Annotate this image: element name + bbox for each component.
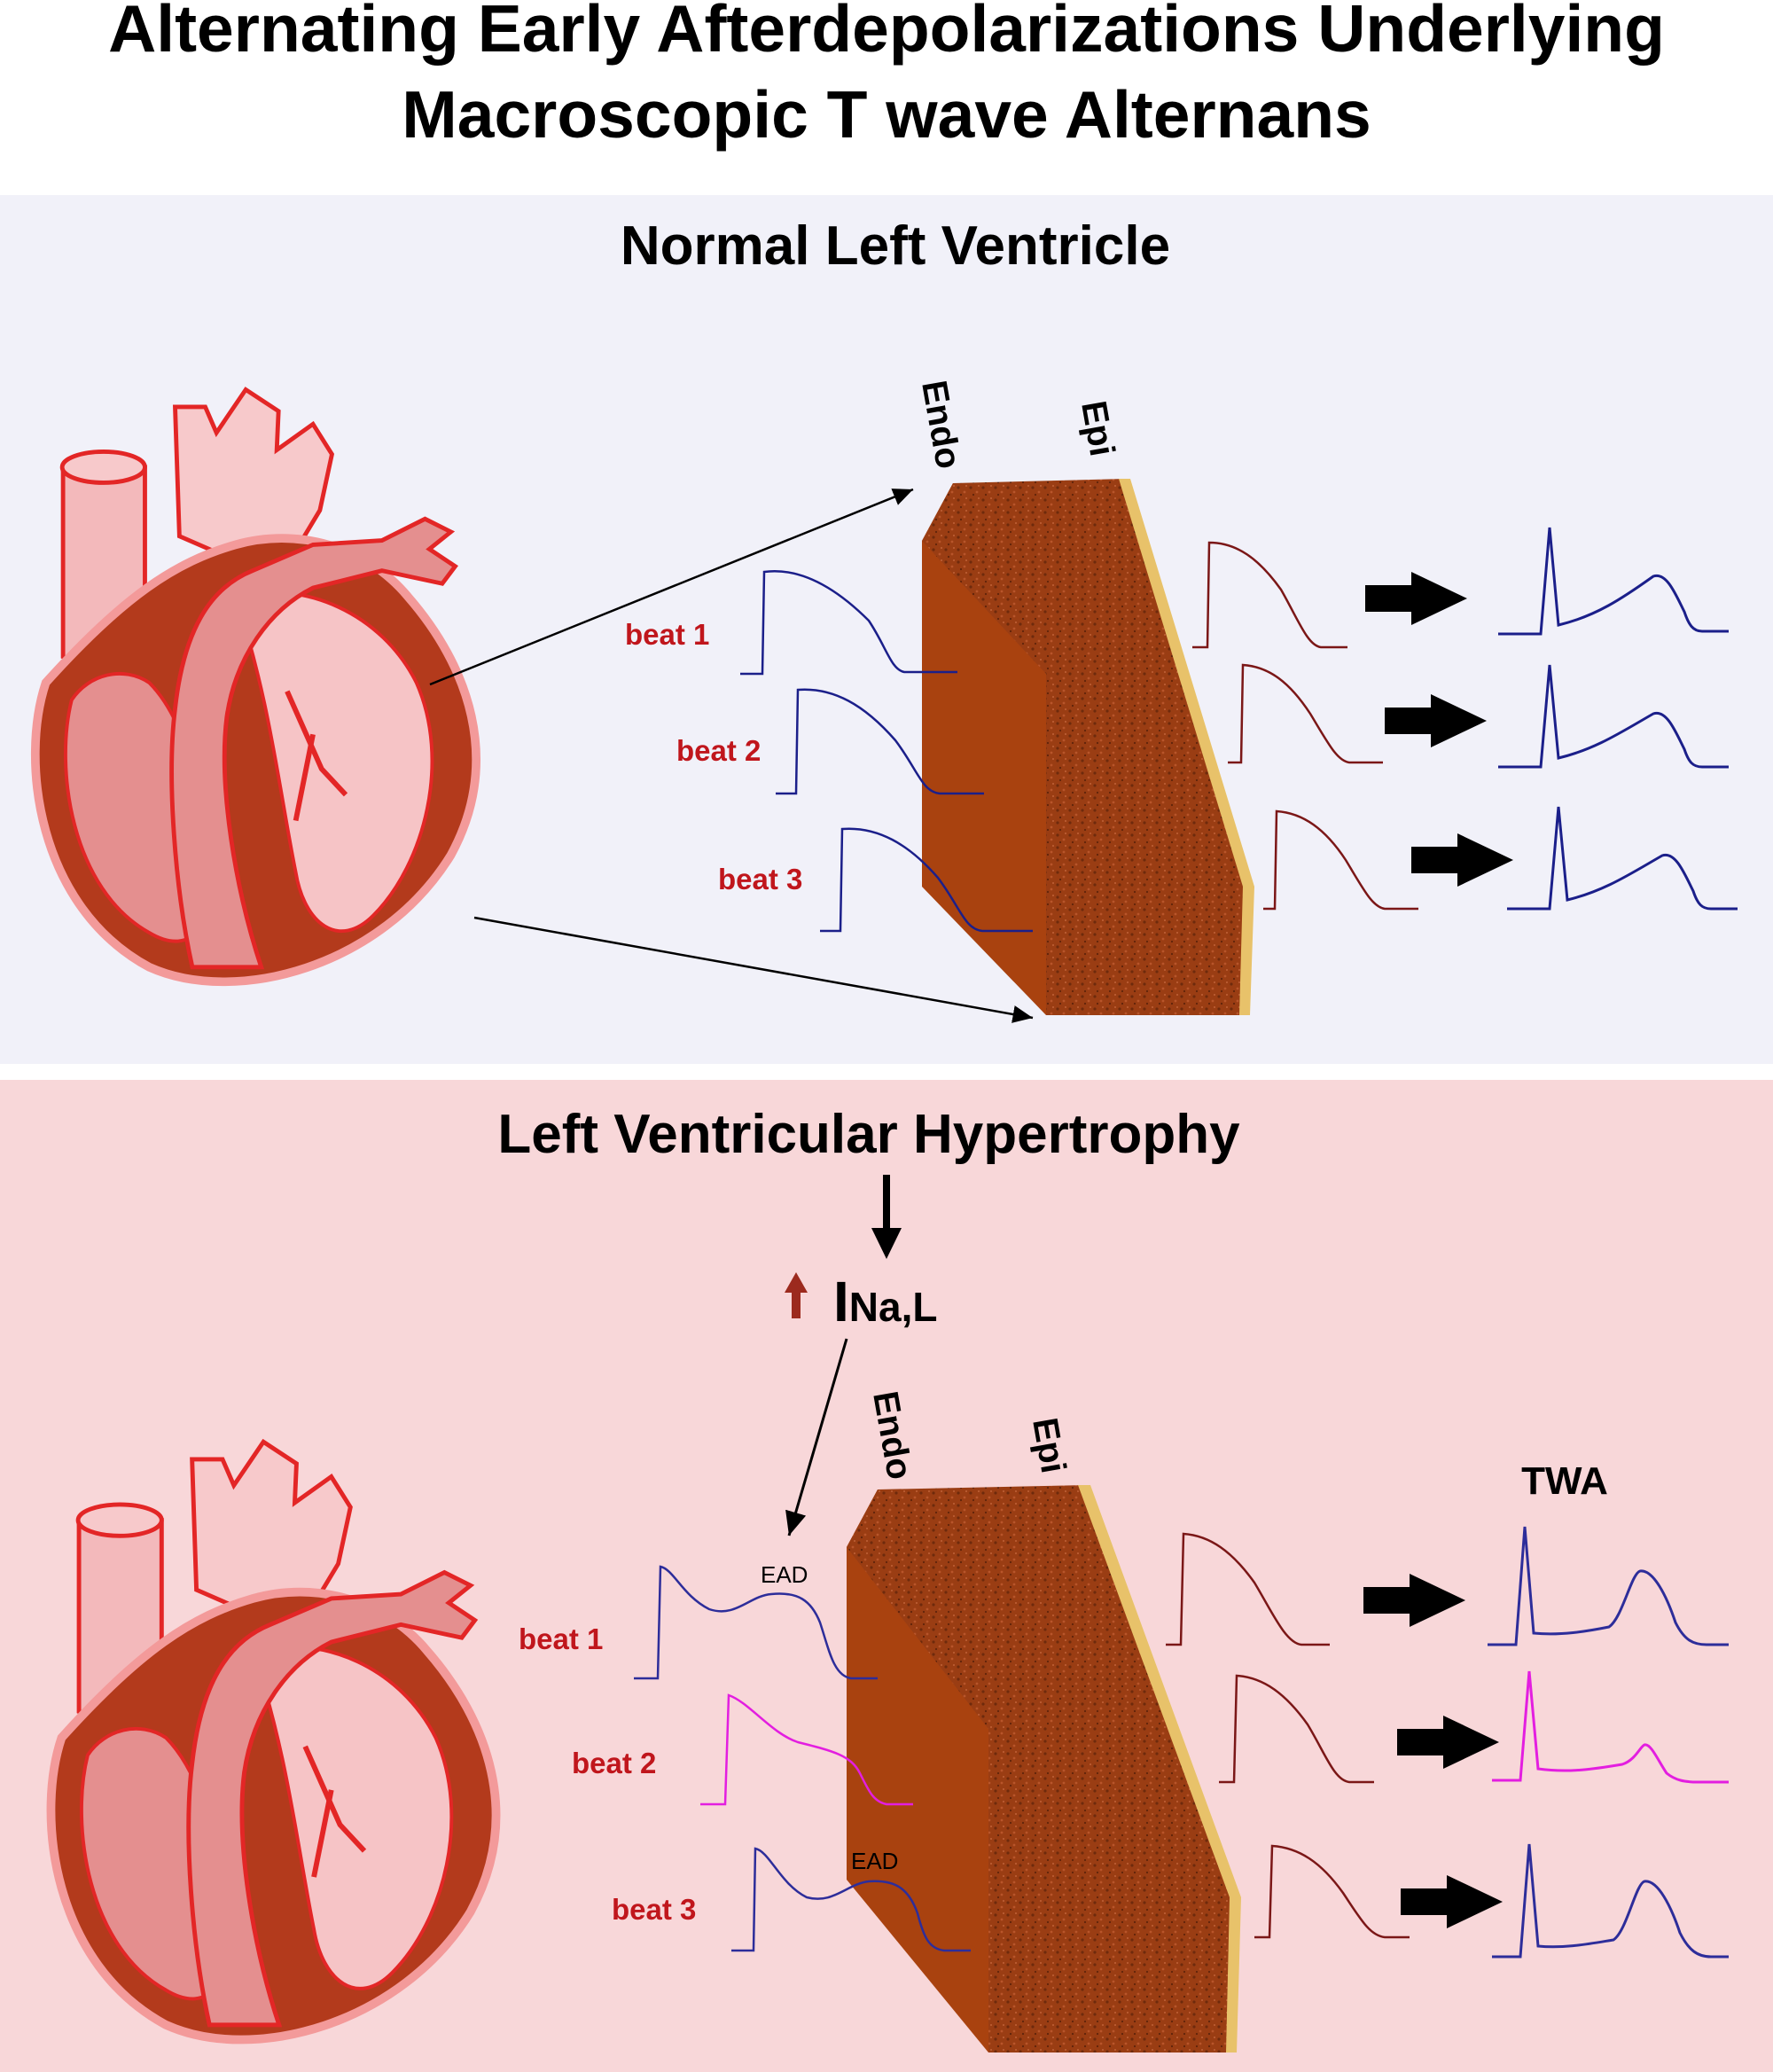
lvh-endo-ap-beat-1-ead [634, 1565, 878, 1680]
normal-endo-ap-beat-1 [740, 570, 957, 676]
normal-endo-ap-beat-2 [776, 688, 984, 795]
late-sodium-current-label: INa,L [833, 1270, 937, 1333]
lvh-arrow-beat-1 [1363, 1574, 1465, 1627]
lvh-endo-ap-beat-2-no-ead [700, 1693, 913, 1806]
twa-label: TWA [1521, 1459, 1608, 1503]
ead-label-beat-1: EAD [761, 1561, 808, 1588]
normal-endo-ap-beat-3 [820, 827, 1033, 933]
lvh-epi-ap-beat-2 [1219, 1674, 1374, 1784]
normal-beat-3-label: beat 3 [718, 863, 802, 895]
figure-title-line-1: Alternating Early Afterdepolarizations U… [108, 0, 1665, 66]
normal-epi-ap-beat-2 [1228, 663, 1383, 764]
lvh-down-arrow-head [871, 1228, 902, 1259]
lvh-ecg-beat-1 [1488, 1526, 1729, 1646]
normal-epi-label: Epi [1074, 398, 1121, 459]
normal-arrow-beat-3 [1411, 833, 1513, 887]
ina-up-arrow [785, 1272, 808, 1318]
lvh-panel-heading: Left Ventricular Hypertrophy [497, 1104, 1240, 1165]
lvh-epi-label: Epi [1025, 1415, 1073, 1476]
lvh-endo-ap-beat-3-ead [731, 1847, 971, 1952]
normal-ecg-beat-2 [1498, 664, 1729, 769]
normal-panel-heading: Normal Left Ventricle [621, 215, 1170, 277]
normal-beat-2-label: beat 2 [676, 734, 761, 767]
lvh-arrow-beat-2 [1397, 1716, 1499, 1769]
lvh-ecg-beat-3 [1492, 1843, 1729, 1959]
lvh-epi-ap-beat-1 [1166, 1532, 1330, 1646]
ead-label-beat-3: EAD [851, 1848, 898, 1874]
lvh-beat-3-label: beat 3 [612, 1893, 696, 1926]
lvh-tissue-wedge [847, 1485, 1241, 2052]
normal-epi-ap-beat-1 [1192, 541, 1347, 649]
ina-to-ead-arrow [785, 1338, 848, 1536]
normal-tissue-wedge [922, 479, 1254, 1015]
normal-ecg-beat-1 [1498, 527, 1729, 636]
lvh-arrow-beat-3 [1401, 1875, 1503, 1928]
lvh-beat-2-label: beat 2 [572, 1747, 656, 1779]
normal-epi-ap-beat-3 [1263, 809, 1418, 911]
normal-arrow-beat-1 [1365, 572, 1467, 625]
lvh-beat-1-label: beat 1 [519, 1622, 603, 1655]
zoom-line-bottom [473, 916, 1034, 1023]
normal-beat-1-label: beat 1 [625, 618, 709, 651]
normal-arrow-beat-2 [1385, 694, 1487, 747]
figure-title-line-2: Macroscopic T wave Alternans [402, 77, 1371, 152]
zoom-line-top [429, 488, 914, 686]
lvh-epi-ap-beat-3 [1254, 1844, 1410, 1939]
lvh-ecg-beat-2 [1492, 1670, 1729, 1784]
normal-ecg-beat-3 [1507, 806, 1738, 911]
